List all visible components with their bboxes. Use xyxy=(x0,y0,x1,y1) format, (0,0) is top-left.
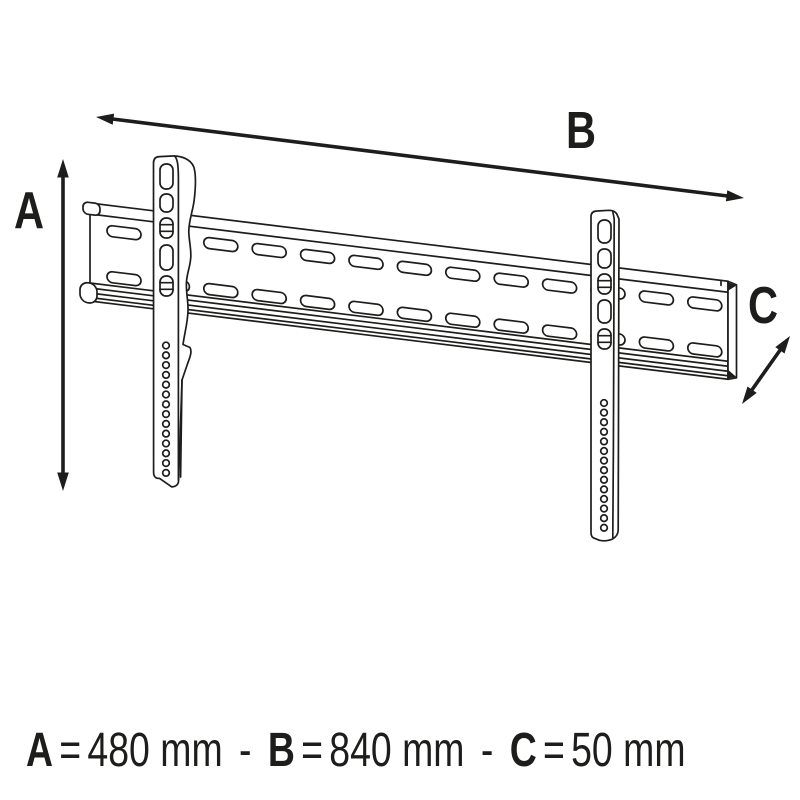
legend-a-value: 480 mm xyxy=(87,724,223,777)
left-arm-slot-column xyxy=(159,163,174,297)
legend-b-value: 840 mm xyxy=(329,724,465,777)
legend-a-label: A xyxy=(26,724,54,777)
dimension-arrow-a-icon xyxy=(57,159,69,491)
legend-separator-2: - xyxy=(480,724,494,777)
left-arm-hole-column xyxy=(161,341,171,478)
legend-c-label: C xyxy=(509,724,537,777)
dim-label-c: C xyxy=(748,277,779,335)
legend-a-equals: = xyxy=(59,724,82,777)
right-arm-slot-column xyxy=(597,219,612,350)
right-vesa-arm xyxy=(590,209,620,542)
dimension-legend: A = 480 mm - B = 840 mm - C = 50 mm xyxy=(26,727,686,775)
legend-b-label: B xyxy=(267,724,295,777)
wall-rail-plate xyxy=(79,201,738,381)
dimension-arrow-b-icon xyxy=(96,113,744,202)
left-vesa-arm xyxy=(152,155,197,488)
dim-label-b: B xyxy=(566,102,597,160)
dim-label-a: A xyxy=(14,182,45,240)
dimension-arrow-c-icon xyxy=(742,336,790,404)
legend-separator-1: - xyxy=(239,724,252,777)
legend-b-equals: = xyxy=(301,724,324,777)
right-arm-hole-column xyxy=(599,398,609,532)
legend-c-equals: = xyxy=(543,724,565,777)
legend-c-value: 50 mm xyxy=(571,724,686,777)
